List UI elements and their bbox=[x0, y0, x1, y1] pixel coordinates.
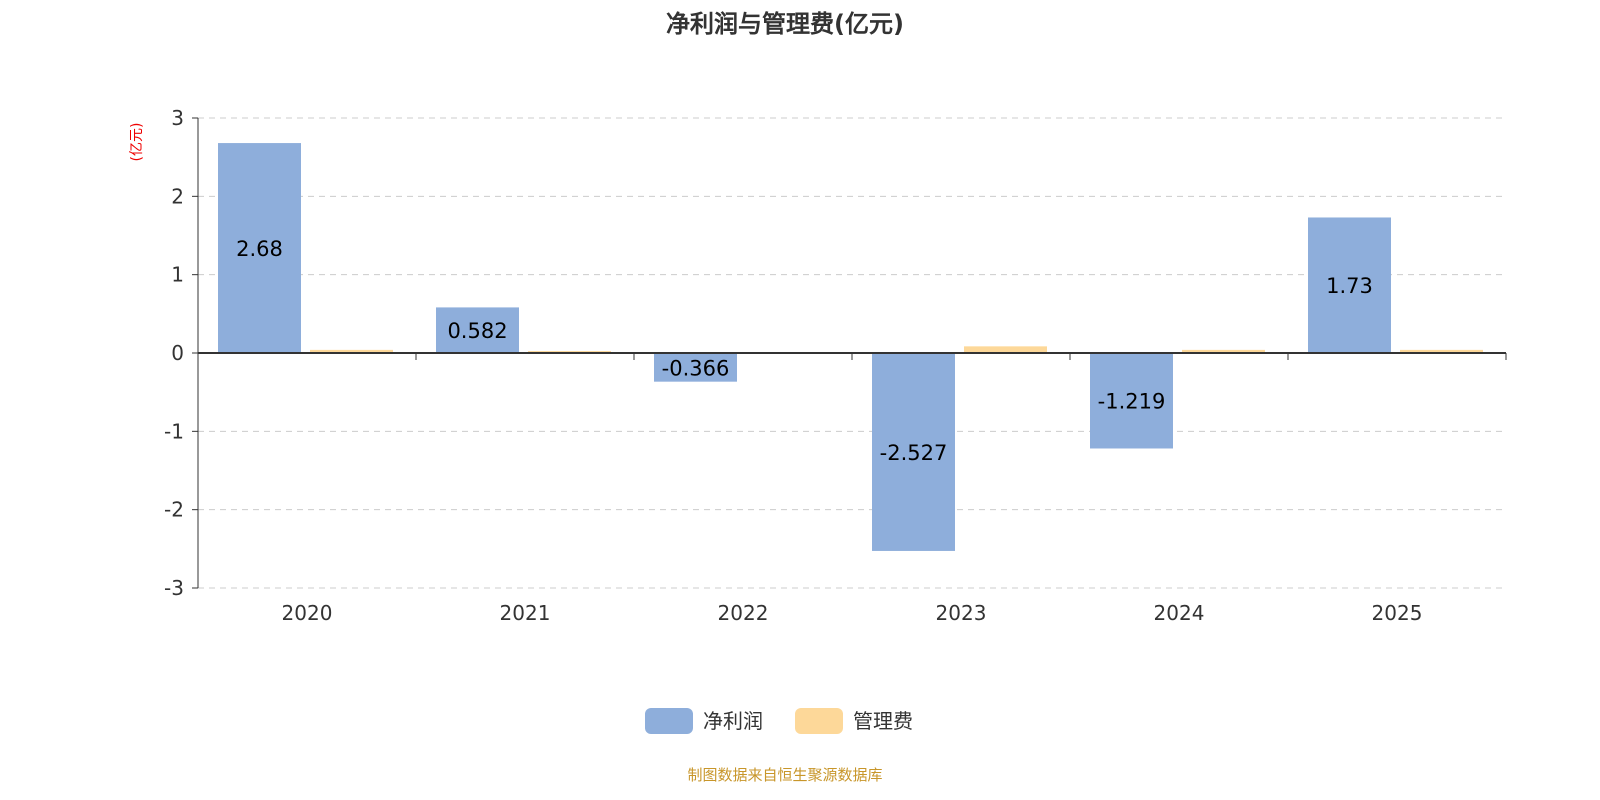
x-tick-label: 2023 bbox=[936, 601, 987, 625]
bar-data-label: -1.219 bbox=[1098, 390, 1166, 414]
x-tick-label: 2020 bbox=[282, 601, 333, 625]
y-tick-label: 1 bbox=[171, 263, 184, 287]
bar-admin-fee[interactable] bbox=[964, 346, 1047, 353]
y-tick-label: 2 bbox=[171, 184, 184, 208]
bar-net-profit[interactable] bbox=[872, 353, 955, 551]
legend-swatch-net-profit[interactable] bbox=[645, 708, 693, 734]
bar-admin-fee[interactable] bbox=[1182, 349, 1265, 353]
y-tick-label: -1 bbox=[164, 419, 184, 443]
y-tick-label: 0 bbox=[171, 341, 184, 365]
bar-data-label: -2.527 bbox=[880, 441, 948, 465]
x-tick-label: 2025 bbox=[1372, 601, 1423, 625]
bar-data-label: 0.582 bbox=[447, 319, 507, 343]
y-axis-label: (亿元) bbox=[129, 123, 145, 162]
y-tick-label: -3 bbox=[164, 576, 184, 600]
legend-label-admin-fee[interactable]: 管理费 bbox=[853, 709, 913, 733]
legend-label-net-profit[interactable]: 净利润 bbox=[703, 709, 763, 733]
x-tick-label: 2024 bbox=[1154, 601, 1205, 625]
bar-net-profit[interactable] bbox=[1090, 353, 1173, 449]
bar-data-label: 1.73 bbox=[1326, 274, 1373, 298]
bar-net-profit[interactable] bbox=[1308, 217, 1391, 353]
bar-net-profit[interactable] bbox=[436, 307, 519, 353]
bar-data-label: -0.366 bbox=[662, 356, 730, 380]
y-tick-label: -2 bbox=[164, 498, 184, 522]
bar-admin-fee[interactable] bbox=[1400, 349, 1483, 353]
bar-admin-fee[interactable] bbox=[310, 349, 393, 353]
bar-data-label: 2.68 bbox=[236, 237, 283, 261]
legend: 净利润 管理费 bbox=[645, 708, 913, 734]
bar-net-profit[interactable] bbox=[654, 353, 737, 382]
source-note: 制图数据来自恒生聚源数据库 bbox=[687, 766, 882, 784]
x-tick-label: 2021 bbox=[500, 601, 551, 625]
x-tick-label: 2022 bbox=[718, 601, 769, 625]
legend-swatch-admin-fee[interactable] bbox=[795, 708, 843, 734]
bar-net-profit[interactable] bbox=[218, 143, 301, 353]
y-tick-label: 3 bbox=[171, 106, 184, 130]
chart-title: 净利润与管理费(亿元) bbox=[666, 10, 904, 38]
